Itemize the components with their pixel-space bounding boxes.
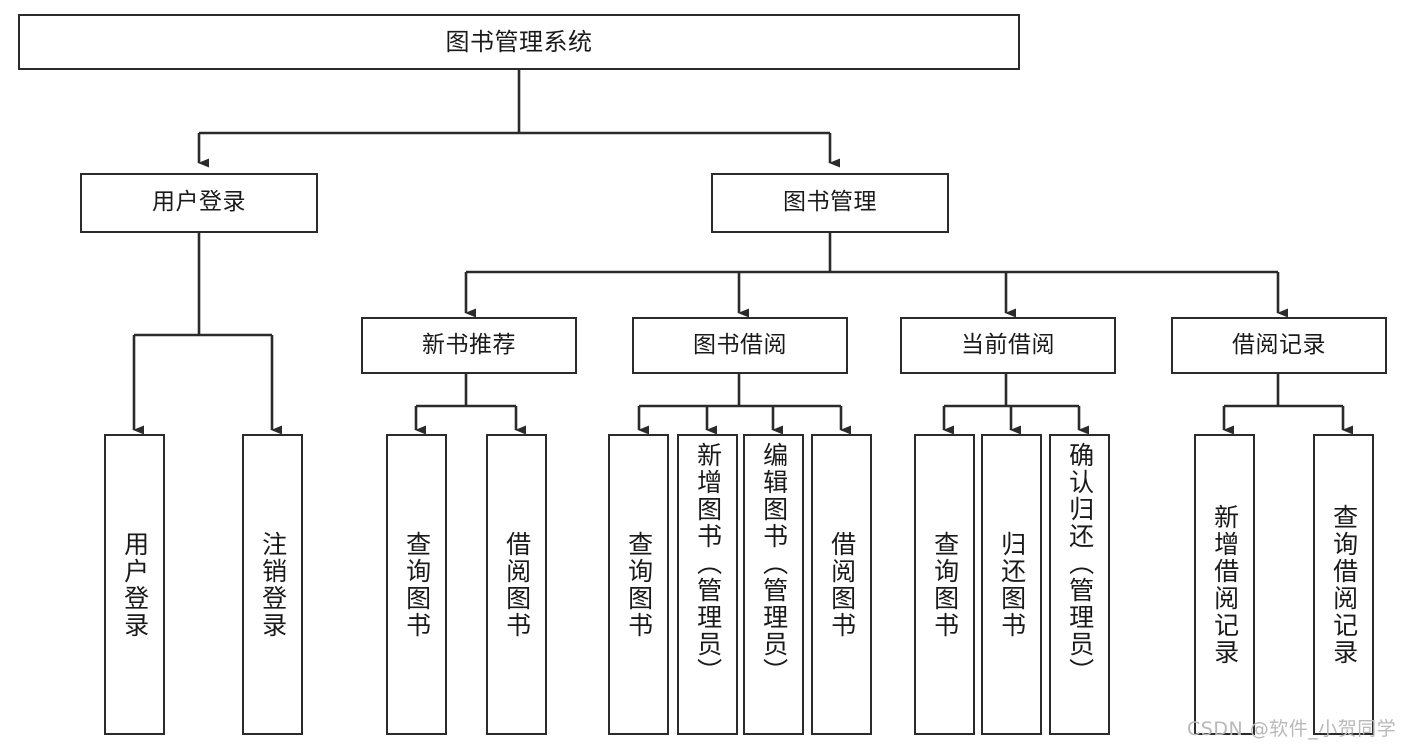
node-leaf-query-record-label: 查询借阅记录 xyxy=(1329,503,1359,666)
node-leaf-borrow-book-2[interactable]: 借阅图书 xyxy=(811,434,872,735)
node-leaf-confirm-return-label: 确认归还（管理员） xyxy=(1065,442,1095,685)
node-current-borrow-label: 当前借阅 xyxy=(961,331,1055,358)
node-leaf-return-book[interactable]: 归还图书 xyxy=(981,434,1042,735)
watermark-text: CSDN @软件_小贺同学 xyxy=(1187,718,1397,740)
node-user-login-label: 用户登录 xyxy=(152,189,246,216)
node-leaf-add-record[interactable]: 新增借阅记录 xyxy=(1194,434,1255,735)
node-leaf-logout[interactable]: 注销登录 xyxy=(242,434,303,735)
node-leaf-return-book-label: 归还图书 xyxy=(997,530,1027,639)
node-leaf-add-book-label: 新增图书（管理员） xyxy=(693,442,723,685)
node-user-login[interactable]: 用户登录 xyxy=(80,173,318,233)
node-leaf-borrow-book-1[interactable]: 借阅图书 xyxy=(486,434,547,735)
node-book-borrow-label: 图书借阅 xyxy=(693,331,787,358)
node-leaf-edit-book-label: 编辑图书（管理员） xyxy=(759,442,789,685)
node-leaf-add-book[interactable]: 新增图书（管理员） xyxy=(677,434,738,735)
node-borrow-record-label: 借阅记录 xyxy=(1232,331,1326,358)
node-leaf-user-login[interactable]: 用户登录 xyxy=(104,434,165,735)
node-book-manage-label: 图书管理 xyxy=(783,189,877,216)
node-leaf-add-record-label: 新增借阅记录 xyxy=(1210,503,1240,666)
node-leaf-query-book-1[interactable]: 查询图书 xyxy=(386,434,447,735)
node-root-label: 图书管理系统 xyxy=(445,27,593,56)
node-leaf-edit-book[interactable]: 编辑图书（管理员） xyxy=(743,434,804,735)
node-leaf-query-book-3[interactable]: 查询图书 xyxy=(914,434,975,735)
node-leaf-user-login-label: 用户登录 xyxy=(120,530,150,639)
node-new-book-rec[interactable]: 新书推荐 xyxy=(361,317,577,374)
node-leaf-confirm-return[interactable]: 确认归还（管理员） xyxy=(1049,434,1110,735)
node-leaf-borrow-book-2-label: 借阅图书 xyxy=(827,530,857,639)
node-leaf-logout-label: 注销登录 xyxy=(258,530,288,639)
node-root[interactable]: 图书管理系统 xyxy=(18,14,1020,70)
node-leaf-query-book-1-label: 查询图书 xyxy=(402,530,432,639)
node-current-borrow[interactable]: 当前借阅 xyxy=(900,317,1116,374)
node-leaf-borrow-book-1-label: 借阅图书 xyxy=(502,530,532,639)
node-new-book-rec-label: 新书推荐 xyxy=(422,331,516,358)
node-leaf-query-book-2[interactable]: 查询图书 xyxy=(608,434,669,735)
node-borrow-record[interactable]: 借阅记录 xyxy=(1171,317,1387,374)
node-leaf-query-book-3-label: 查询图书 xyxy=(930,530,960,639)
node-leaf-query-record[interactable]: 查询借阅记录 xyxy=(1313,434,1374,735)
node-book-borrow[interactable]: 图书借阅 xyxy=(632,317,848,374)
node-book-manage[interactable]: 图书管理 xyxy=(711,173,949,233)
node-leaf-query-book-2-label: 查询图书 xyxy=(624,530,654,639)
